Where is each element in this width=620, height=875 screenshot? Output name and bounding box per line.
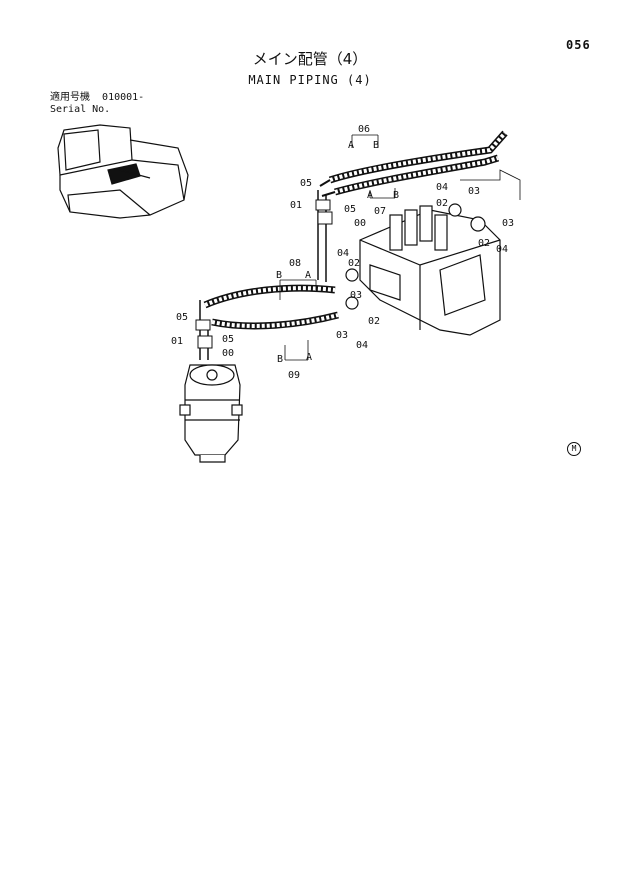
callout-06-a: A — [348, 140, 354, 151]
callout-09: 09 — [288, 370, 300, 381]
callout-lower-05b: 05 — [222, 334, 234, 345]
callout-upper-05b: 05 — [344, 204, 356, 215]
callout-right-04b: 04 — [496, 244, 508, 255]
serial-value: 010001- — [102, 92, 145, 103]
callout-upper-00: 00 — [354, 218, 366, 229]
callout-upper-01: 01 — [290, 200, 302, 211]
callout-right-02b: 02 — [478, 238, 490, 249]
callout-mid-03: 03 — [350, 290, 362, 301]
callout-lower-00: 00 — [222, 348, 234, 359]
callout-lower-05: 05 — [176, 312, 188, 323]
corner-mark-m: M — [567, 442, 581, 456]
control-valve — [345, 203, 501, 336]
callout-08-a: A — [305, 270, 311, 281]
hose-assembly-08-09 — [199, 284, 339, 360]
callout-mid-02: 02 — [348, 258, 360, 269]
callout-right-02a: 02 — [436, 198, 448, 209]
callout-upper-05: 05 — [300, 178, 312, 189]
callout-right-03a: 03 — [468, 186, 480, 197]
callout-06-b: B — [373, 140, 379, 151]
leader-lines — [279, 134, 521, 361]
callout-07-a: A — [367, 190, 373, 201]
callout-mid-03b: 03 — [336, 330, 348, 341]
serial-info: 適用号機 010001- Serial No. — [50, 92, 144, 116]
callout-mid-02b: 02 — [368, 316, 380, 327]
serial-label-en: Serial No. — [50, 104, 111, 115]
fittings — [195, 199, 333, 349]
callout-mid-04b: 04 — [356, 340, 368, 351]
callout-07: 07 — [374, 206, 386, 217]
callout-08-b: B — [276, 270, 282, 281]
page-number: 056 — [566, 38, 591, 52]
page-title-japanese: メイン配管（4） — [252, 50, 368, 68]
excavator-thumbnail — [57, 124, 189, 219]
callout-right-04a: 04 — [436, 182, 448, 193]
serial-label-jp: 適用号機 — [50, 92, 90, 103]
callout-07-b: B — [393, 190, 399, 201]
callout-09-a: A — [306, 352, 312, 363]
callout-09-b: B — [277, 354, 283, 365]
callout-08: 08 — [289, 258, 301, 269]
page-title-english: MAIN PIPING (4) — [248, 73, 372, 87]
swivel-joint — [179, 364, 243, 463]
callout-right-03b: 03 — [502, 218, 514, 229]
callout-mid-04: 04 — [337, 248, 349, 259]
callout-lower-01: 01 — [171, 336, 183, 347]
callout-06: 06 — [358, 124, 370, 135]
callout-labels: 06 A B A B 07 05 01 05 00 04 03 02 03 02… — [171, 124, 514, 381]
